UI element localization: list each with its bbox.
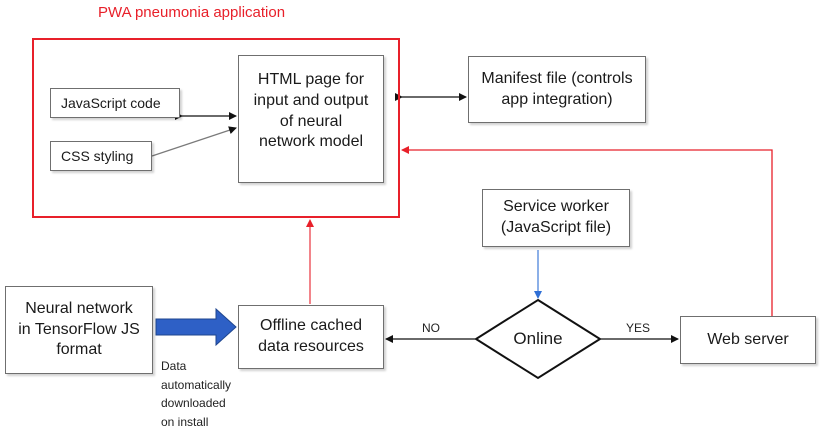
edge-label-yes: YES — [626, 321, 651, 335]
arrow-css-html — [151, 126, 237, 157]
node-web-server: Web server — [680, 316, 816, 364]
edge-label-no: NO — [422, 321, 440, 335]
node-neural-network: Neural network in TensorFlow JS format — [5, 286, 153, 374]
node-service-worker: Service worker (JavaScript file) — [482, 189, 630, 247]
online-decision-label: Online — [513, 329, 563, 348]
node-offline-cache: Offline cached data resources — [238, 305, 384, 369]
node-html-page: HTML page for input and output of neural… — [238, 55, 384, 183]
pwa-application-frame — [32, 38, 400, 218]
node-javascript-code: JavaScript code — [50, 88, 180, 118]
node-manifest-file: Manifest file (controls app integration) — [468, 56, 646, 123]
download-note: Data automatically downloaded on install — [161, 359, 232, 429]
node-css-styling: CSS styling — [50, 141, 152, 171]
online-decision-diamond — [474, 298, 602, 380]
app-title: PWA pneumonia application — [98, 4, 286, 21]
arrow-webserver-app — [401, 146, 773, 316]
install-block-arrow — [155, 307, 237, 347]
